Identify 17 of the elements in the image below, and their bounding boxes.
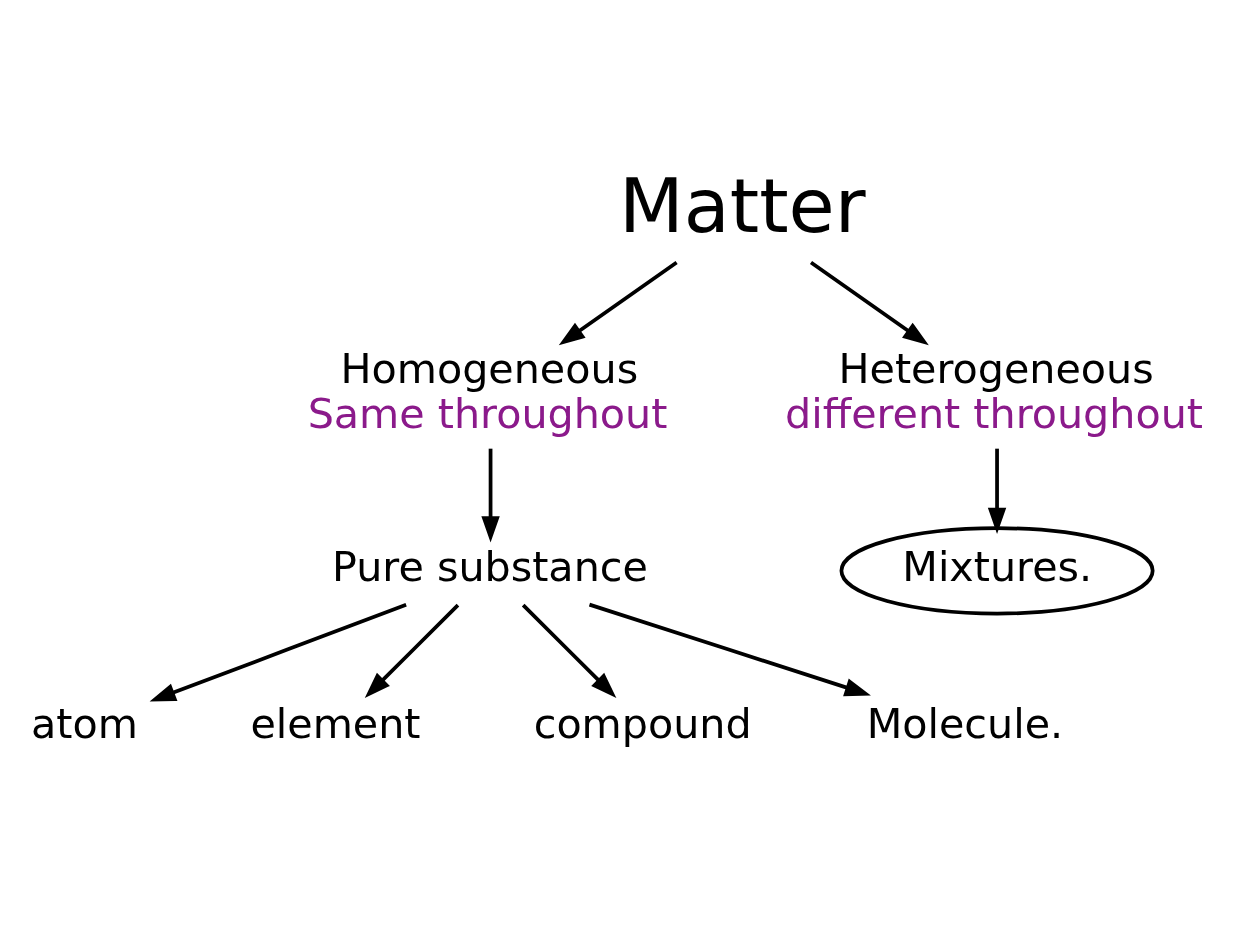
node-text: atom — [30, 700, 138, 749]
node-text: Heterogeneous different throughout — [785, 345, 1204, 439]
arrow — [481, 448, 500, 543]
arrow — [149, 602, 407, 702]
node-text: Homogeneous Same throughout — [307, 345, 668, 439]
arrow — [588, 602, 871, 697]
arrow — [987, 448, 1007, 535]
arrow — [809, 260, 929, 346]
node-ellipse: Mixtures. — [839, 526, 1155, 616]
arrow — [558, 260, 678, 346]
node-text: Pure substance — [332, 543, 648, 592]
node-text: compound — [533, 700, 752, 749]
arrow — [364, 603, 460, 698]
node-text: Molecule. — [866, 700, 1064, 749]
node-text: element — [250, 700, 421, 749]
arrow — [521, 603, 617, 698]
node-text: Matter — [619, 162, 866, 251]
